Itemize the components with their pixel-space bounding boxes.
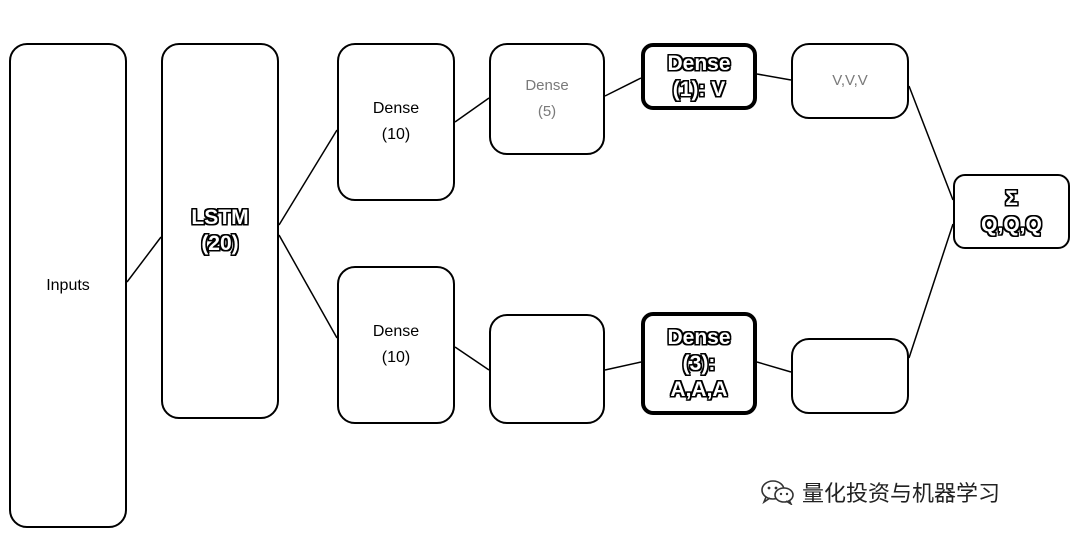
inputs-node: Inputs <box>9 43 127 528</box>
output-top-node: V,V,V <box>791 43 909 119</box>
inputs-label: Inputs <box>46 276 90 294</box>
sum-symbol: Σ <box>1005 186 1018 210</box>
dense-1-label: Dense <box>667 51 731 75</box>
dense-1-units: (1): V <box>672 77 726 101</box>
edge-out-bottom-sum <box>908 223 954 359</box>
edge-dense-1-out-top <box>756 73 792 81</box>
dense-3-node: Dense (3): A,A,A <box>641 312 757 415</box>
dense-10-top-units: (10) <box>381 126 411 143</box>
dense-10-top-label: Dense <box>372 100 420 117</box>
edge-input-lstm <box>126 236 162 283</box>
lstm-node: LSTM (20) <box>161 43 279 419</box>
edge-mid-top-dense-1 <box>604 77 642 97</box>
mid-top-units: (5) <box>537 103 557 120</box>
dense-3-units: (3): <box>682 351 716 375</box>
edge-lstm-dense-a <box>278 129 338 226</box>
edge-lstm-dense-b <box>278 234 338 339</box>
sum-outputs: Q,Q,Q <box>981 212 1042 236</box>
lstm-label: LSTM <box>191 206 249 229</box>
watermark: 量化投资与机器学习 <box>760 478 1001 507</box>
dense-3-outputs: A,A,A <box>670 377 728 401</box>
edge-dense-a-mid-top <box>454 97 490 123</box>
lstm-units: (20) <box>201 232 239 255</box>
dense-3-label: Dense <box>667 325 731 349</box>
mid-top-label: Dense <box>525 77 569 94</box>
output-bottom-node <box>791 338 909 414</box>
mid-top-node: Dense (5) <box>489 43 605 155</box>
edge-dense-3-out-bottom <box>756 361 792 373</box>
dense-1-node: Dense (1): V <box>641 43 757 110</box>
sum-node: Σ Q,Q,Q <box>953 174 1070 249</box>
output-top-label: V,V,V <box>832 72 868 89</box>
dense-10-bottom-node: Dense (10) <box>337 266 455 424</box>
edge-out-top-sum <box>908 85 954 201</box>
dense-10-bottom-units: (10) <box>381 349 411 366</box>
mid-bottom-node <box>489 314 605 424</box>
edge-dense-b-mid-bottom <box>454 346 490 371</box>
edge-mid-bottom-dense-3 <box>604 361 642 371</box>
wechat-icon <box>761 480 794 505</box>
dense-10-top-node: Dense (10) <box>337 43 455 201</box>
dense-10-bottom-label: Dense <box>372 323 420 340</box>
watermark-text: 量化投资与机器学习 <box>802 482 1001 507</box>
